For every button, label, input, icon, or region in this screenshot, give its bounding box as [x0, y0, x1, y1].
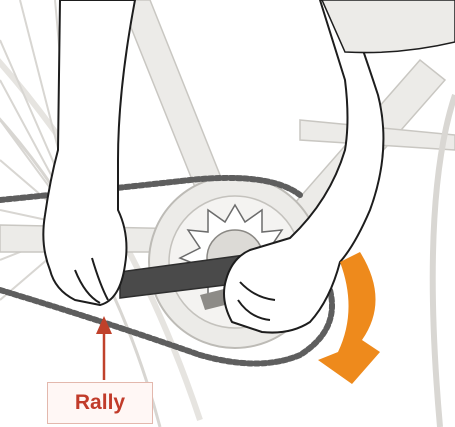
callout-label-text: Rally [74, 391, 126, 414]
rotation-arrow [318, 252, 380, 384]
callout-arrow [96, 316, 112, 380]
left-hand [42, 0, 136, 306]
callout-label: Rally [47, 382, 153, 424]
right-hand [223, 0, 385, 334]
shirt [321, 0, 455, 54]
front-wheel [429, 94, 455, 427]
